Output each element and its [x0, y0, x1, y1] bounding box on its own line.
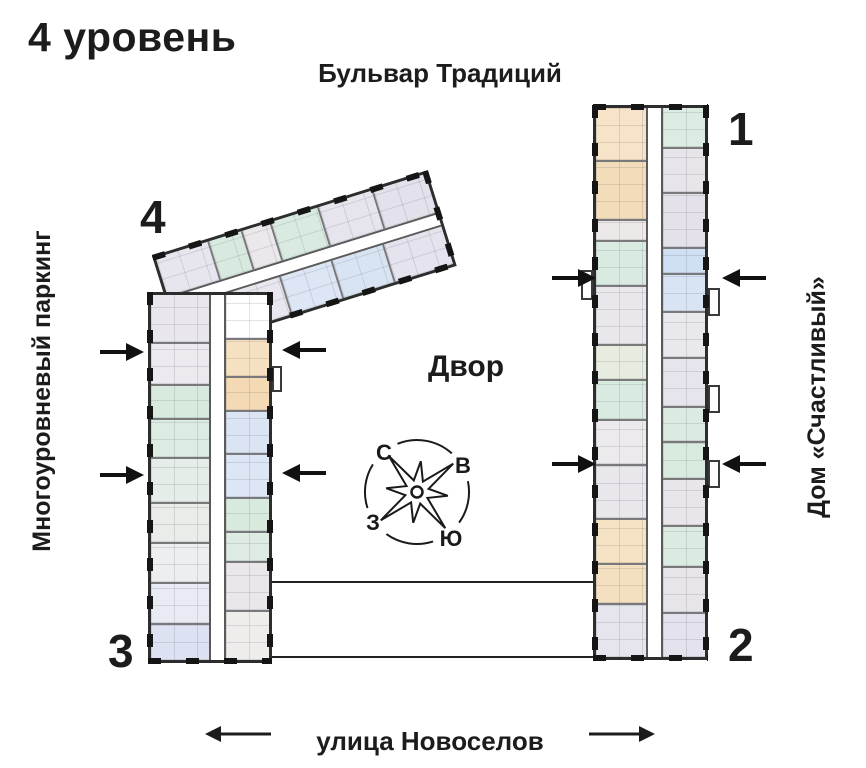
building-1-2-corridor	[646, 108, 663, 657]
wall-piers	[592, 105, 598, 660]
apartment-cell[interactable]	[596, 465, 646, 521]
apartment-cell[interactable]	[226, 612, 269, 660]
apartment-cell[interactable]	[151, 504, 209, 545]
entrance-arrow-right-icon	[552, 269, 596, 287]
apartment-cell[interactable]	[226, 532, 269, 563]
apartment-cell[interactable]	[663, 248, 705, 275]
apartment-cell[interactable]	[663, 480, 705, 528]
apartment-cell[interactable]	[151, 295, 209, 345]
apartment-cell[interactable]	[226, 340, 269, 379]
building-2-number: 2	[728, 619, 754, 671]
compass-north-label: С	[376, 440, 392, 465]
entrance-arrow-left-icon	[282, 464, 326, 482]
apartment-cell[interactable]	[151, 419, 209, 460]
entrance-arrow-left-icon	[282, 341, 326, 359]
apartment-cell[interactable]	[663, 408, 705, 444]
balcony	[708, 460, 720, 488]
street-label-right: Дом «Счастливый»	[803, 276, 831, 518]
apartment-cell[interactable]	[596, 564, 646, 605]
entrance-arrow-right-icon	[100, 466, 144, 484]
building-1-2-west-apartments	[596, 108, 646, 657]
building-4-number: 4	[140, 191, 166, 243]
wall-piers	[267, 292, 273, 663]
apartment-cell[interactable]	[663, 613, 705, 657]
balcony	[272, 366, 282, 392]
apartment-cell[interactable]	[663, 358, 705, 409]
compass-circle-arcs	[363, 439, 471, 545]
street-arrow-right-icon	[589, 726, 655, 742]
apartment-cell[interactable]	[663, 443, 705, 481]
courtyard-boundary-line	[272, 656, 593, 658]
building-3-west-apartments	[151, 295, 209, 660]
building-3-number: 3	[108, 625, 134, 677]
apartment-cell[interactable]	[226, 455, 269, 499]
entrance-arrow-left-icon	[722, 269, 766, 287]
courtyard-boundary-line	[272, 581, 593, 583]
building-3	[147, 292, 273, 664]
apartment-cell[interactable]	[151, 583, 209, 626]
compass-rose: С В З Ю	[363, 439, 471, 551]
apartment-cell[interactable]	[596, 345, 646, 382]
street-arrow-left-icon	[205, 726, 271, 742]
street-label-top: Бульвар Традиций	[318, 58, 562, 88]
apartment-cell[interactable]	[151, 344, 209, 386]
entrance-arrow-left-icon	[722, 455, 766, 473]
apartment-cell[interactable]	[596, 604, 646, 657]
street-label-left: Многоуровневый паркинг	[28, 230, 56, 552]
building-1-2	[592, 104, 709, 661]
apartment-cell[interactable]	[151, 625, 209, 660]
apartment-cell[interactable]	[226, 378, 269, 412]
apartment-cell[interactable]	[151, 459, 209, 505]
building-1-number: 1	[728, 103, 754, 155]
building-1-2-east-apartments	[663, 108, 705, 657]
apartment-cell[interactable]	[226, 562, 269, 613]
apartment-cell[interactable]	[663, 313, 705, 359]
apartment-cell[interactable]	[226, 295, 269, 341]
page-title: 4 уровень	[28, 14, 237, 60]
courtyard-label: Двор	[428, 350, 505, 383]
apartment-cell[interactable]	[663, 108, 705, 150]
apartment-cell[interactable]	[596, 108, 646, 163]
apartment-cell[interactable]	[663, 274, 705, 314]
apartment-cell[interactable]	[151, 385, 209, 420]
apartment-cell[interactable]	[596, 162, 646, 222]
apartment-cell[interactable]	[663, 527, 705, 569]
wall-piers	[593, 104, 708, 110]
balcony	[708, 288, 720, 316]
apartment-cell[interactable]	[596, 421, 646, 466]
wall-piers	[593, 655, 708, 661]
apartment-cell[interactable]	[596, 221, 646, 243]
apartment-cell[interactable]	[596, 242, 646, 287]
apartment-cell[interactable]	[151, 544, 209, 584]
street-label-bottom: улица Новоселов	[316, 726, 544, 756]
balcony	[708, 385, 720, 413]
apartment-cell[interactable]	[663, 149, 705, 195]
apartment-cell[interactable]	[596, 286, 646, 346]
entrance-arrow-right-icon	[100, 343, 144, 361]
apartment-cell[interactable]	[226, 498, 269, 533]
apartment-cell[interactable]	[226, 412, 269, 456]
building-3-east-apartments	[226, 295, 269, 660]
wall-piers	[148, 658, 272, 664]
compass-south-label: Ю	[440, 526, 463, 551]
compass-east-label: В	[455, 453, 471, 478]
wall-piers	[147, 292, 153, 663]
apartment-cell[interactable]	[663, 568, 705, 614]
apartment-cell[interactable]	[663, 194, 705, 249]
entrance-arrow-right-icon	[552, 455, 596, 473]
apartment-cell[interactable]	[596, 381, 646, 422]
wall-piers	[703, 105, 709, 660]
apartment-cell[interactable]	[596, 520, 646, 565]
compass-center	[410, 485, 424, 499]
building-3-corridor	[209, 295, 226, 660]
compass-west-label: З	[366, 510, 380, 535]
